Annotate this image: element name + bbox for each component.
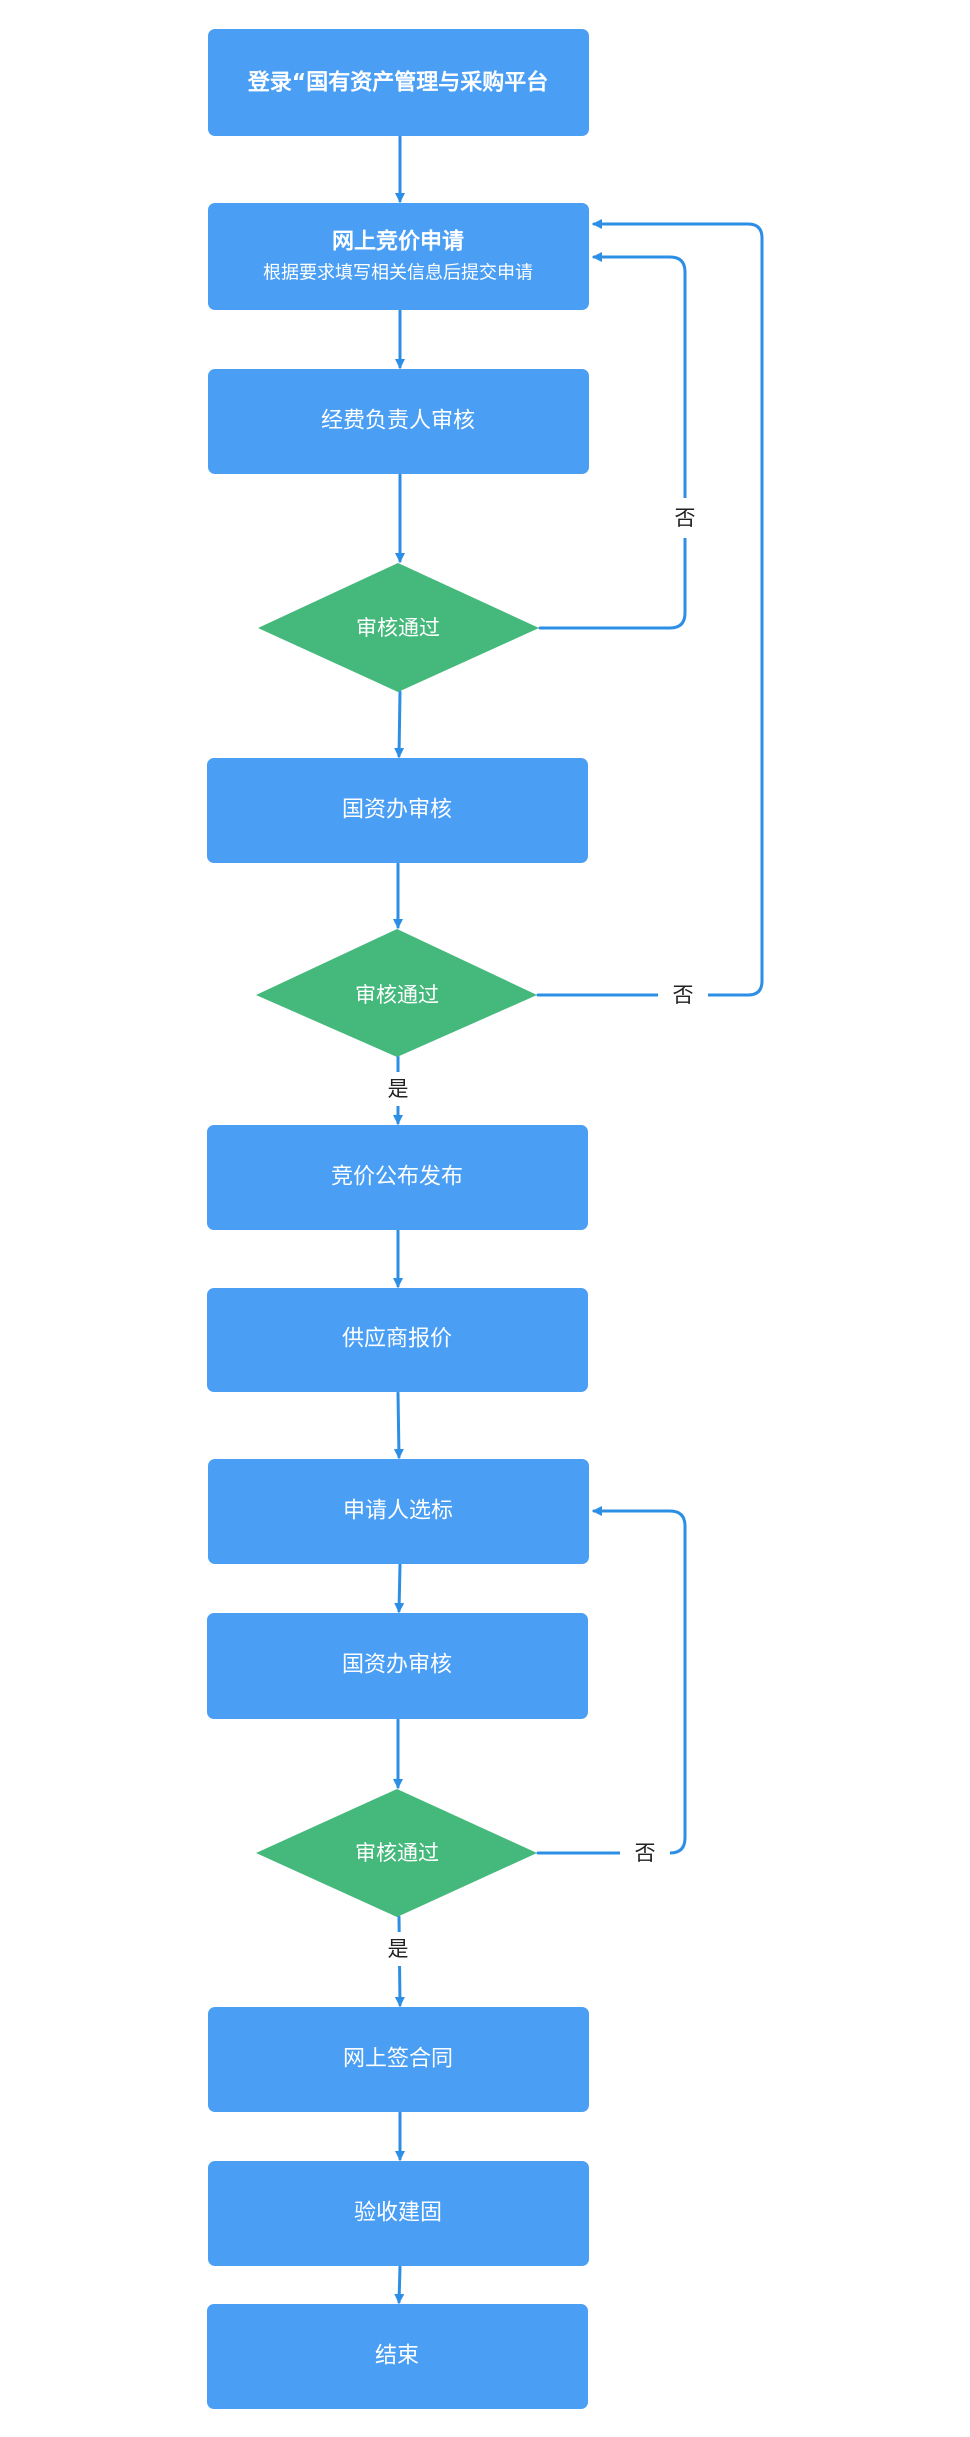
node-decision-2: 审核通过: [256, 929, 537, 1057]
node-asset-office-review-1: 国资办审核: [207, 758, 588, 863]
node-decision-2-label: 审核通过: [355, 983, 439, 1007]
node-bid-publish: 竞价公布发布: [207, 1125, 588, 1230]
node-login-label: 登录“国有资产管理与采购平台: [247, 70, 548, 96]
arrow-decision-1-no-back-to-apply: [538, 252, 687, 630]
node-funds-review-label: 经费负责人审核: [321, 409, 475, 434]
node-decision-3-label: 审核通过: [355, 1841, 439, 1865]
edge-label-yes-2: 是: [388, 1077, 409, 1101]
edge-label-no-3: 否: [635, 1841, 656, 1865]
node-decision-1-label: 审核通过: [356, 616, 440, 640]
node-asset-office-review-1-label: 国资办审核: [342, 798, 452, 823]
node-online-bid-apply: 网上竞价申请 根据要求填写相关信息后提交申请: [208, 203, 589, 310]
node-end: 结束: [207, 2304, 588, 2409]
node-decision-1: 审核通过: [258, 563, 539, 692]
node-applicant-select: 申请人选标: [208, 1459, 589, 1564]
node-supplier-quote: 供应商报价: [207, 1288, 588, 1392]
node-bid-publish-label: 竞价公布发布: [331, 1165, 463, 1190]
arrow-decision-3-no-back-to-select: [536, 1506, 687, 1855]
node-applicant-select-label: 申请人选标: [343, 1499, 453, 1524]
node-funds-review: 经费负责人审核: [208, 369, 589, 474]
arrow-decision-1-to-asset-review-1: [394, 690, 405, 758]
node-acceptance-label: 验收建固: [354, 2201, 442, 2226]
arrow-applicant-select-to-asset-review-2: [394, 1563, 405, 1613]
node-login: 登录“国有资产管理与采购平台: [208, 29, 589, 136]
node-decision-3: 审核通过: [256, 1789, 537, 1917]
node-online-bid-apply-subtitle: 根据要求填写相关信息后提交申请: [263, 263, 533, 284]
node-asset-office-review-2-label: 国资办审核: [342, 1653, 452, 1678]
arrow-acceptance-to-end: [394, 2265, 405, 2304]
node-online-contract-label: 网上签合同: [343, 2047, 453, 2072]
node-acceptance: 验收建固: [208, 2161, 589, 2266]
arrow-decision-2-no-back-to-apply: [536, 219, 764, 997]
node-online-contract: 网上签合同: [208, 2007, 589, 2112]
edge-label-no-2: 否: [673, 983, 694, 1007]
node-end-label: 结束: [375, 2344, 419, 2369]
arrow-supplier-quote-to-applicant-select: [393, 1391, 404, 1459]
edge-label-yes-3: 是: [388, 1937, 409, 1961]
node-online-bid-apply-title: 网上竞价申请: [332, 229, 464, 255]
edge-label-no-1: 否: [675, 506, 696, 530]
node-supplier-quote-label: 供应商报价: [342, 1327, 452, 1352]
node-asset-office-review-2: 国资办审核: [207, 1613, 588, 1719]
